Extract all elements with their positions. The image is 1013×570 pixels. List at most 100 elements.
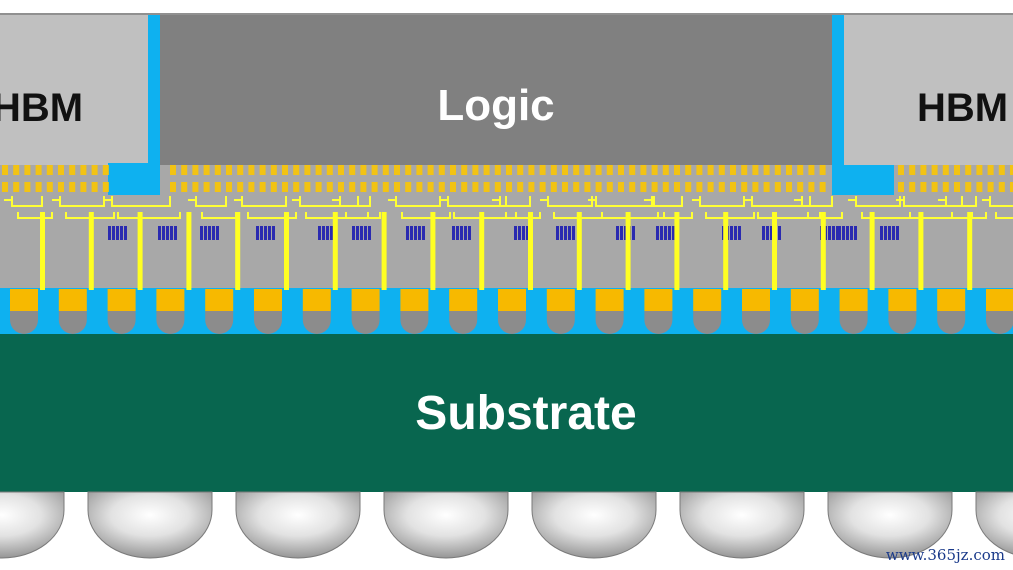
microbump [472,182,479,192]
capacitor [256,226,259,240]
rdl-traces [4,196,1013,219]
microbump [730,165,736,175]
c4-bump-row [10,289,1013,334]
capacitor [418,226,421,240]
microbump [819,182,826,192]
watermark: www.365jz.com [885,546,1005,564]
microbump [920,182,927,192]
capacitor [356,226,359,240]
c4-pad [693,289,722,311]
rdl-trace [995,212,1013,219]
microbump [674,165,680,175]
capacitor [414,226,417,240]
microbump [405,165,412,175]
microbump [102,165,109,175]
microbump [707,165,714,175]
c4-bump [937,311,966,334]
microbump [181,182,188,192]
microbump-row [2,165,1013,192]
capacitor [410,226,413,240]
c4-bump [254,311,282,334]
microbump [24,165,31,175]
microbump [662,165,669,175]
bga-ball [975,491,1013,555]
rdl-trace [757,212,821,219]
capacitor [452,226,455,240]
microbump [786,165,792,175]
microbump [338,165,344,175]
microbump [494,182,501,192]
microbump [898,165,904,175]
tsv [869,212,875,290]
microbump [416,165,423,175]
c4-pad [58,289,87,311]
microbump [965,165,972,175]
microbump [774,182,781,192]
microbump [517,165,524,175]
c4-bump [595,311,624,334]
c4-bump [58,311,87,334]
hbm-left-underfill-bottom [108,163,160,195]
microbump [898,182,904,192]
microbump [539,165,546,175]
microbump [696,165,703,175]
capacitor [632,226,635,240]
microbump [539,182,546,192]
microbump [170,165,176,175]
c4-pad [937,289,966,311]
microbump [282,165,288,175]
capacitor [260,226,263,240]
capacitor [514,226,517,240]
microbump [472,165,479,175]
capacitor [730,226,733,240]
c4-bump [693,311,722,334]
microbump [909,182,916,192]
microbump [248,182,255,192]
microbump [718,182,725,192]
capacitor [734,226,737,240]
microbump [226,165,232,175]
tsv [820,212,826,290]
c4-pad [790,289,819,311]
microbump [371,182,378,192]
microbump [965,182,972,192]
hbm-left-die [0,15,148,165]
microbump [662,182,669,192]
microbump [808,165,815,175]
tsv [674,212,680,290]
microbump [326,165,333,175]
microbump [730,182,736,192]
tsv [88,212,94,290]
c4-bump [546,311,575,334]
microbump [282,182,288,192]
microbump [80,182,87,192]
bga-ball-row [0,491,1013,559]
microbump [595,165,602,175]
microbump [405,182,412,192]
microbump [618,165,624,175]
logic-label: Logic [437,81,555,130]
c4-pad [449,289,478,311]
capacitor [360,226,363,240]
substrate [0,334,1013,492]
capacitor [200,226,203,240]
capacitor [838,226,841,240]
tsv [235,212,241,290]
microbump [13,182,20,192]
capacitor [884,226,887,240]
c4-pad [986,289,1013,311]
microbump [438,182,445,192]
capacitor [560,226,563,240]
microbump [998,165,1005,175]
microbump [954,165,960,175]
microbump [394,165,400,175]
microbump [506,182,512,192]
rdl-trace [345,212,381,219]
microbump [606,165,613,175]
microbump [741,165,748,175]
tsv [528,212,533,290]
c4-pad [742,289,770,311]
microbump [942,165,949,175]
top-border [0,0,1013,14]
